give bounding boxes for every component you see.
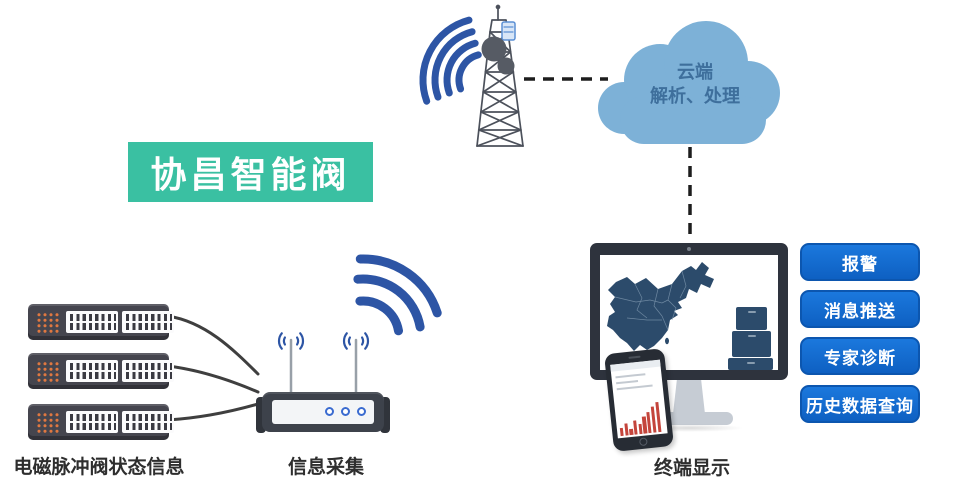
network-switch-icon xyxy=(28,304,174,340)
alarm-button[interactable]: 报警 xyxy=(800,243,920,281)
brand-banner: 协昌智能阀 xyxy=(128,142,373,202)
switch-port-bank xyxy=(66,311,118,333)
phone-app-header xyxy=(610,359,661,372)
cloud-label-line1: 云端 xyxy=(677,62,713,82)
switch-port-bank xyxy=(66,360,118,382)
switch-port-bank xyxy=(66,411,118,433)
antenna-signal-icon xyxy=(277,332,370,350)
cell-tower-icon xyxy=(476,4,524,147)
switch-led-grid xyxy=(36,312,60,333)
phone-speaker xyxy=(628,355,641,359)
phone-bar-chart xyxy=(617,400,664,437)
switch-led-grid xyxy=(36,361,60,382)
monitor-stand xyxy=(673,380,705,414)
switch-port-bank xyxy=(122,360,174,382)
webcam-dot xyxy=(687,247,691,251)
server-cabinet-icon xyxy=(736,307,767,330)
router-led xyxy=(341,407,350,416)
router-antennas xyxy=(289,338,358,396)
phone-home-button xyxy=(638,437,648,447)
phone-screen xyxy=(610,359,668,439)
history-query-button[interactable]: 历史数据查询 xyxy=(800,385,920,423)
router-left-cap xyxy=(256,397,266,433)
router-wifi-signal-icon xyxy=(353,254,442,336)
network-switch-icon xyxy=(28,353,174,389)
switch-cables xyxy=(166,314,260,422)
cloud-icon xyxy=(598,21,780,144)
server-cabinet-icon xyxy=(732,331,771,357)
router-led xyxy=(325,407,334,416)
switch-port-bank xyxy=(122,411,174,433)
switches-caption: 电磁脉冲阀状态信息 xyxy=(13,457,185,478)
network-switch-icon xyxy=(28,404,174,440)
server-cabinet-icon xyxy=(728,358,773,370)
terminal-caption: 终端显示 xyxy=(653,458,730,479)
router-led xyxy=(357,407,366,416)
phone-text-line xyxy=(615,373,646,379)
router-right-cap xyxy=(380,397,390,433)
cloud-label: 云端 解析、处理 xyxy=(615,60,775,108)
switch-port-bank xyxy=(122,311,174,333)
message-push-button[interactable]: 消息推送 xyxy=(800,290,920,328)
cloud-label-line2: 解析、处理 xyxy=(650,86,740,106)
expert-diagnosis-button[interactable]: 专家诊断 xyxy=(800,337,920,375)
switch-led-grid xyxy=(36,412,60,433)
smartphone-icon xyxy=(604,348,674,452)
phone-text-line xyxy=(616,384,653,391)
monitor-shadow xyxy=(634,424,744,432)
china-map-icon xyxy=(607,262,714,358)
phone-text-line xyxy=(616,380,639,385)
wifi-signal-icon xyxy=(419,16,482,105)
router-caption: 信息采集 xyxy=(287,457,364,478)
